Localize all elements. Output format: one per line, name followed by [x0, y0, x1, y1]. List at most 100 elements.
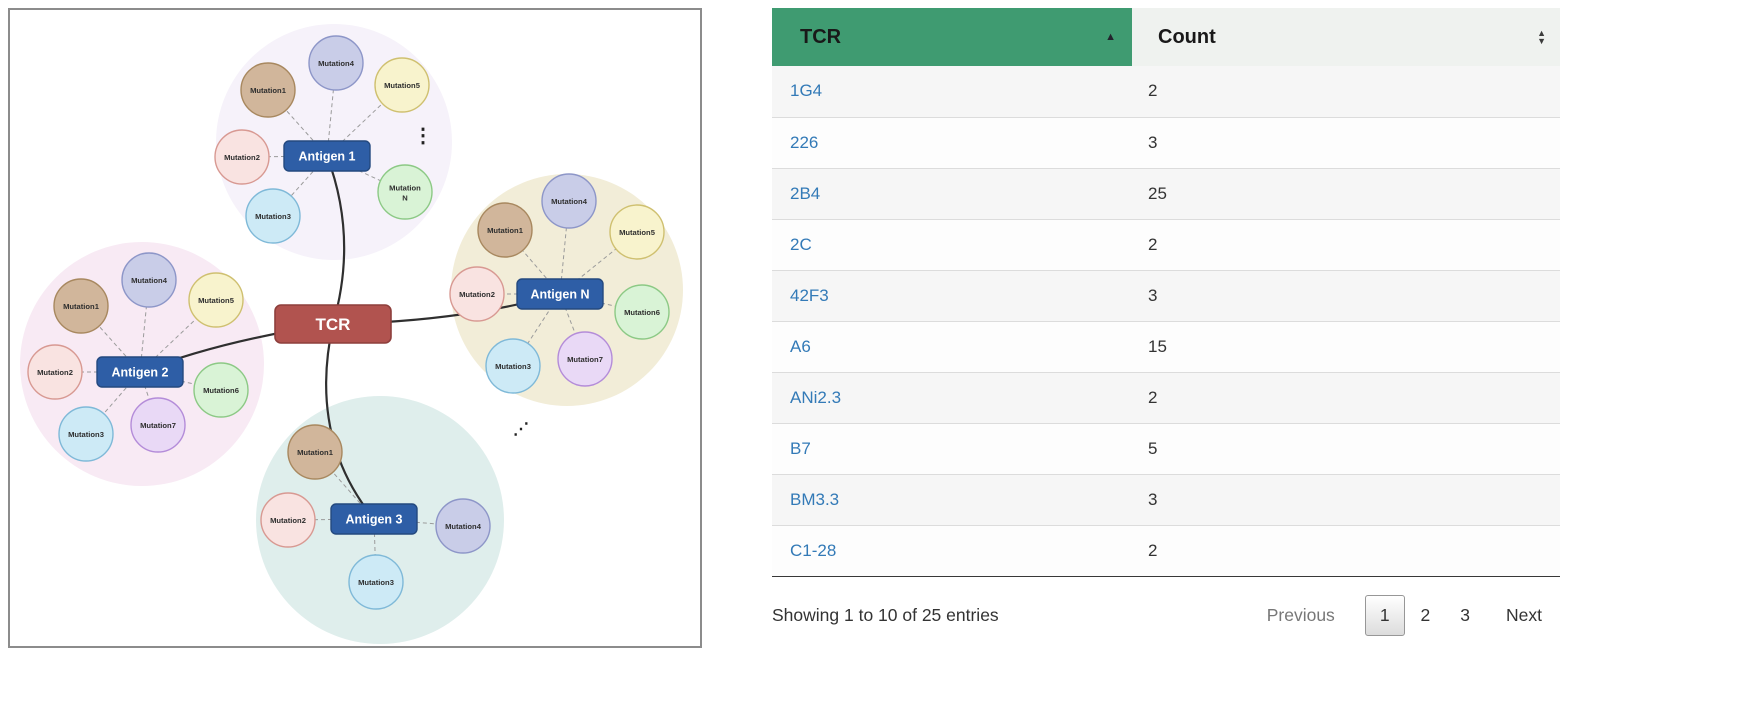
- table-info: Showing 1 to 10 of 25 entries: [772, 604, 999, 625]
- count-cell: 3: [1132, 117, 1560, 169]
- table-row: A6 15: [772, 321, 1560, 373]
- mutation-node[interactable]: [188, 272, 244, 328]
- count-cell: 2: [1132, 372, 1560, 424]
- mutation-node[interactable]: [348, 554, 404, 610]
- sort-both-icon[interactable]: ▲ ▼: [1537, 28, 1546, 46]
- mutation-node[interactable]: [477, 202, 533, 258]
- mutation-label: Mutation5: [619, 228, 656, 237]
- count-column-label: Count: [1158, 25, 1216, 48]
- tcr-link[interactable]: C1-28: [790, 540, 837, 560]
- mutation-label: Mutation1: [63, 302, 100, 311]
- mutation-label: Mutation2: [270, 516, 306, 525]
- sort-up-icon: ▲: [1537, 28, 1546, 38]
- mutation-node[interactable]: [435, 498, 491, 554]
- mutation-node[interactable]: [374, 57, 430, 113]
- mutation-node[interactable]: [609, 204, 665, 260]
- tcr-link[interactable]: 2B4: [790, 183, 821, 203]
- mutation-node[interactable]: [58, 406, 114, 462]
- page-button-3[interactable]: 3: [1460, 604, 1471, 625]
- tcr-link[interactable]: 2C: [790, 234, 812, 254]
- tcr-cell: A6: [772, 321, 1132, 373]
- mutation-node[interactable]: [193, 362, 249, 418]
- antigen-node-antigen-1[interactable]: [283, 140, 371, 172]
- table-row: 226 3: [772, 117, 1560, 169]
- count-cell: 2: [1132, 66, 1560, 118]
- tcr-cell: 2B4: [772, 168, 1132, 220]
- count-cell: 3: [1132, 474, 1560, 526]
- column-header-count[interactable]: Count ▲ ▼: [1132, 8, 1560, 66]
- mutation-node[interactable]: [614, 284, 670, 340]
- table-row: C1-28 2: [772, 525, 1560, 577]
- mutation-node[interactable]: [121, 252, 177, 308]
- table-row: ANi2.3 2: [772, 372, 1560, 424]
- mutation-node[interactable]: [27, 344, 83, 400]
- previous-button[interactable]: Previous: [1266, 604, 1335, 625]
- mutation-label: Mutation3: [68, 430, 104, 439]
- tcr-link[interactable]: 1G4: [790, 81, 823, 101]
- tcr-cell: 2C: [772, 219, 1132, 271]
- antigen-node-antigen-3[interactable]: [330, 503, 418, 535]
- mutation-label: Mutation2: [459, 290, 495, 299]
- ellipsis-dots: ⋰: [513, 421, 529, 438]
- mutation-label: Mutation3: [358, 578, 394, 587]
- tcr-link[interactable]: 42F3: [790, 285, 829, 305]
- antigen-node-antigen-2[interactable]: [96, 356, 184, 388]
- sort-down-icon: ▼: [1537, 36, 1546, 46]
- mutation-node[interactable]: [245, 188, 301, 244]
- mutation-node[interactable]: [260, 492, 316, 548]
- column-header-tcr[interactable]: TCR ▲: [772, 8, 1132, 66]
- network-svg: Mutation4Mutation1Mutation5Mutation2Muta…: [20, 24, 683, 644]
- mutation-node[interactable]: [557, 331, 613, 387]
- mutation-node[interactable]: [541, 173, 597, 229]
- tcr-link[interactable]: 226: [790, 132, 819, 152]
- mutation-label: Mutation1: [487, 226, 524, 235]
- count-cell: 2: [1132, 525, 1560, 577]
- table-footer: Showing 1 to 10 of 25 entries Previous 1…: [772, 594, 1560, 636]
- tcr-link[interactable]: BM3.3: [790, 489, 840, 509]
- tcr-cell: B7: [772, 423, 1132, 475]
- tcr-cell: 42F3: [772, 270, 1132, 322]
- tcr-node-label: TCR: [316, 315, 351, 334]
- tcr-cell: 1G4: [772, 66, 1132, 118]
- mutation-node[interactable]: [449, 266, 505, 322]
- mutation-label: Mutation7: [140, 421, 176, 430]
- tcr-link[interactable]: B7: [790, 438, 811, 458]
- mutation-label: Mutation4: [131, 276, 168, 285]
- mutation-label: Mutation1: [250, 86, 287, 95]
- page-button-2[interactable]: 2: [1420, 604, 1431, 625]
- mutation-node[interactable]: [240, 62, 296, 118]
- mutation-node[interactable]: [287, 424, 343, 480]
- mutation-label: Mutation2: [224, 153, 260, 162]
- edge-tcr-antigen-1: [325, 155, 346, 325]
- mutation-node[interactable]: [485, 338, 541, 394]
- tcr-link[interactable]: A6: [790, 336, 811, 356]
- mutation-node[interactable]: [130, 397, 186, 453]
- antigen-label: Antigen N: [530, 288, 589, 302]
- count-cell: 15: [1132, 321, 1560, 373]
- ellipsis-dots: ⋮: [413, 125, 433, 147]
- mutation-node[interactable]: [53, 278, 109, 334]
- mutation-label: Mutation2: [37, 368, 73, 377]
- tcr-node[interactable]: [274, 304, 392, 344]
- sort-asc-icon[interactable]: ▲: [1105, 31, 1116, 43]
- tcr-column-label: TCR: [800, 25, 842, 48]
- mutation-node[interactable]: [308, 35, 364, 91]
- mutation-label: Mutation7: [567, 355, 603, 364]
- page-button-1[interactable]: 1: [1364, 594, 1405, 636]
- tcr-link[interactable]: ANi2.3: [790, 387, 842, 407]
- mutation-node[interactable]: [214, 129, 270, 185]
- antigen-node-antigen-n[interactable]: [516, 278, 604, 310]
- table-header-row: TCR ▲ Count ▲ ▼: [772, 8, 1560, 66]
- mutation-label: Mutation5: [198, 296, 235, 305]
- antigen-label: Antigen 2: [112, 366, 169, 380]
- tcr-cell: ANi2.3: [772, 372, 1132, 424]
- next-button[interactable]: Next: [1506, 604, 1542, 625]
- antigen-label: Antigen 1: [299, 150, 356, 164]
- mutation-node[interactable]: [377, 164, 433, 220]
